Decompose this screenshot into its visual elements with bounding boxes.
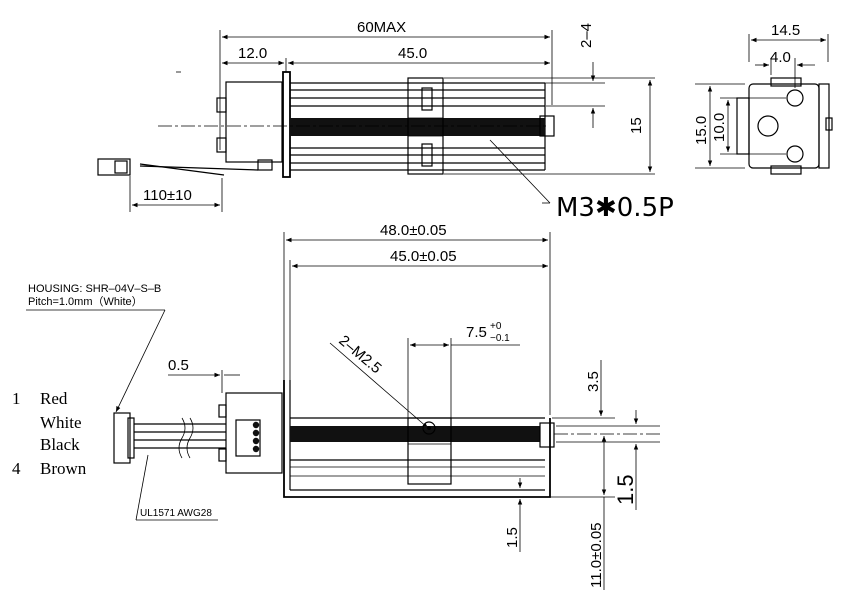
- dim-slider-tol-minus: −0.1: [490, 333, 510, 344]
- pin-1-number: 1: [12, 389, 21, 408]
- dim-slider-width: 7.5: [466, 324, 487, 341]
- dim-frame-length: 48.0±0.05: [380, 222, 447, 239]
- pin-3-color: Black: [40, 435, 80, 454]
- mount-flange: [282, 71, 291, 178]
- dim-end-width: 14.5: [771, 22, 800, 39]
- side-frame: [283, 380, 551, 498]
- housing-connector: [113, 412, 131, 464]
- dim-shaft-height: 11.0±0.05: [588, 522, 605, 588]
- dim-flange-thickness: 0.5: [168, 357, 189, 374]
- pin-4-number: 4: [12, 459, 21, 478]
- dim-overall-length: 60MAX: [357, 19, 406, 36]
- dim-slider-tol-plus: +0: [490, 321, 502, 332]
- pin-1-color: Red: [40, 389, 68, 408]
- dim-side-rail-length: 45.0±0.05: [390, 248, 457, 265]
- slider-mount-hole: [422, 421, 436, 435]
- end-view: 14.5 4.0 15.0 10.0: [693, 22, 833, 175]
- end-plate: [748, 83, 820, 169]
- dim-screw-offset: 2–4: [578, 23, 595, 48]
- side-motor-body: [225, 392, 283, 474]
- top-view: 60MAX 12.0 45.0: [97, 19, 674, 223]
- cable-spec: UL1571 AWG28: [140, 508, 212, 519]
- pin-4-color: Brown: [40, 459, 87, 478]
- dim-height: 15: [628, 117, 645, 134]
- motor-body: [225, 81, 283, 163]
- lead-screw: [290, 118, 545, 136]
- dim-hole-spacing: 10.0: [711, 113, 728, 142]
- dim-hole-offset: 4.0: [770, 49, 791, 66]
- dim-lead-length: 110±10: [143, 187, 192, 204]
- dim-base-thickness: 1.5: [504, 527, 521, 548]
- thread-callout: M3✱0.5P: [556, 193, 674, 223]
- dim-top-offset: 3.5: [585, 371, 602, 392]
- dim-rail-length: 45.0: [398, 45, 427, 62]
- motor-terminals: [235, 419, 261, 457]
- end-center-hole: [757, 115, 779, 137]
- connector-detail: HOUSING: SHR–04V–S–B Pitch=1.0mm（White） …: [12, 283, 226, 521]
- pitch-label: Pitch=1.0mm（White）: [28, 295, 143, 308]
- dim-screw-height: 1.5: [613, 474, 638, 505]
- side-view: 48.0±0.05 45.0±0.05 7.5 +0 −0.1 2–M2.5: [168, 222, 660, 590]
- side-lead-screw: [290, 426, 540, 442]
- dim-end-height: 15.0: [693, 116, 710, 145]
- dim-motor-length: 12.0: [238, 45, 267, 62]
- pin-2-color: White: [40, 413, 82, 432]
- housing-label: HOUSING: SHR–04V–S–B: [28, 283, 161, 295]
- lead-connector: [97, 158, 131, 176]
- side-slider-block: [407, 417, 452, 485]
